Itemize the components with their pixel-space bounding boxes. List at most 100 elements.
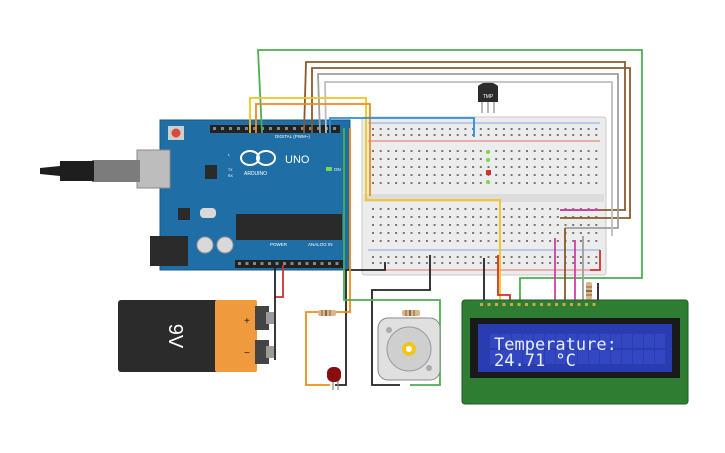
breadboard-hole — [564, 216, 567, 218]
breadboard[interactable] — [361, 116, 607, 276]
header-pin[interactable] — [221, 127, 224, 130]
breadboard-hole — [502, 134, 505, 136]
breadboard-hole — [479, 256, 482, 258]
header-pin[interactable] — [309, 127, 312, 130]
breadboard-hole — [595, 256, 598, 258]
header-pin[interactable] — [290, 262, 294, 265]
header-pin[interactable] — [238, 262, 241, 265]
breadboard-hole — [464, 256, 467, 258]
breadboard-hole — [487, 240, 490, 242]
breadboard-hole — [526, 224, 528, 226]
breadboard-hole — [379, 216, 382, 218]
arduino-uno-board[interactable]: UNO ARDUINO DIGITAL (PWM~) POWER ANALOG … — [136, 119, 351, 271]
header-pin[interactable] — [268, 262, 271, 265]
breadboard-hole — [579, 174, 582, 176]
breadboard-hole — [549, 166, 552, 168]
breadboard-hole — [556, 134, 559, 136]
breadboard-hole — [395, 232, 398, 234]
breadboard-hole — [572, 182, 575, 184]
header-pin[interactable] — [333, 127, 336, 130]
breadboard-hole — [395, 150, 398, 152]
breadboard-hole — [595, 224, 598, 226]
lcd-pin — [517, 303, 521, 306]
header-pin[interactable] — [269, 127, 272, 130]
breadboard-hole — [526, 232, 528, 234]
red-led[interactable] — [327, 367, 341, 390]
breadboard-hole — [395, 262, 398, 264]
breadboard-hole — [479, 166, 482, 168]
breadboard-hole — [449, 150, 451, 152]
breadboard-hole — [372, 182, 374, 184]
header-pin[interactable] — [277, 127, 280, 130]
lcd-pin — [540, 303, 543, 306]
breadboard-hole — [579, 166, 582, 168]
breadboard-hole — [433, 174, 436, 176]
header-pin[interactable] — [335, 262, 339, 265]
lcd-pin — [555, 303, 558, 306]
header-pin[interactable] — [245, 127, 248, 130]
breadboard-hole — [533, 158, 536, 160]
header-pin[interactable] — [293, 127, 296, 130]
lcd-pin — [577, 303, 581, 306]
breadboard-hole — [518, 208, 521, 210]
breadboard-hole — [587, 150, 590, 152]
breadboard-hole — [549, 208, 552, 210]
breadboard-hole — [425, 256, 428, 258]
header-pin[interactable] — [301, 127, 304, 130]
header-pin[interactable] — [283, 262, 286, 265]
breadboard-hole — [456, 262, 459, 264]
header-pin[interactable] — [317, 127, 320, 130]
breadboard-hole — [556, 232, 559, 234]
breadboard-hole — [595, 216, 598, 218]
dc-motor[interactable] — [377, 317, 441, 381]
tx-label: TX — [228, 168, 233, 172]
header-pin[interactable] — [213, 127, 216, 130]
header-pin[interactable] — [253, 127, 256, 130]
sensor-label: TMP — [483, 94, 494, 100]
lcd-pin-header — [480, 303, 596, 306]
header-pin[interactable] — [245, 262, 249, 265]
breadboard-hole — [533, 232, 536, 234]
header-pin[interactable] — [229, 127, 232, 130]
lcd-cell — [545, 350, 555, 364]
header-pin[interactable] — [260, 262, 264, 265]
breadboard-hole — [541, 232, 544, 234]
breadboard-hole — [379, 262, 382, 264]
battery-9v[interactable]: 9V + − — [118, 300, 274, 372]
breadboard-hole — [556, 166, 559, 168]
breadboard-hole — [410, 174, 413, 176]
lcd-cell — [600, 350, 610, 364]
header-pin[interactable] — [275, 262, 279, 265]
lcd-pin — [480, 303, 483, 306]
header-pin[interactable] — [253, 262, 256, 265]
breadboard-hole — [464, 174, 467, 176]
breadboard-hole — [402, 174, 405, 176]
header-pin[interactable] — [313, 262, 316, 265]
breadboard-hole — [372, 174, 374, 176]
breadboard-hole — [595, 240, 598, 242]
breadboard-hole — [541, 128, 544, 130]
resistor-led[interactable] — [318, 310, 336, 316]
header-pin[interactable] — [237, 127, 240, 130]
battery-minus: − — [244, 348, 250, 359]
breadboard-hole — [549, 174, 552, 176]
resistor-lcd[interactable] — [586, 282, 592, 300]
breadboard-hole — [410, 216, 413, 218]
breadboard-hole — [572, 158, 575, 160]
power-header-pins[interactable] — [238, 262, 339, 265]
lcd-16x2-display[interactable]: Temperature: 24.71 °C — [461, 299, 689, 405]
lcd-cell — [633, 334, 643, 348]
header-pin[interactable] — [298, 262, 301, 265]
resistor-motor[interactable] — [402, 310, 420, 316]
breadboard-hole — [487, 208, 490, 210]
lcd-cell — [600, 334, 610, 348]
header-pin[interactable] — [305, 262, 309, 265]
breadboard-hole — [495, 262, 498, 264]
lcd-cell — [611, 334, 621, 348]
header-pin[interactable] — [328, 262, 331, 265]
breadboard-hole — [433, 150, 436, 152]
header-pin[interactable] — [320, 262, 324, 265]
breadboard-hole — [526, 256, 528, 258]
header-pin[interactable] — [285, 127, 288, 130]
tmp-sensor[interactable]: TMP — [478, 82, 498, 113]
